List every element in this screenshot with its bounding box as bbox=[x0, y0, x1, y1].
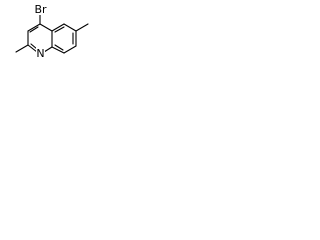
bond-c6-methyl bbox=[75, 23, 89, 32]
bond-n1-c8a bbox=[43, 46, 53, 53]
bond-c4-c3 bbox=[27, 23, 41, 32]
bond-c8-c8a bbox=[51, 46, 65, 54]
atom-label-layer: Br N bbox=[33, 3, 48, 60]
bond-c4a-c4 bbox=[39, 23, 53, 32]
bromine-label-background bbox=[33, 3, 48, 15]
bond-c7-c8 bbox=[63, 45, 77, 54]
bond-c4a-c5 bbox=[51, 23, 65, 32]
bond-c5-c6 bbox=[63, 23, 77, 32]
nitrogen-label-background bbox=[36, 47, 45, 59]
bond-c4-c3-double bbox=[29, 26, 39, 33]
bond-c4a-c5-double bbox=[54, 26, 65, 33]
bond-c8-c8a-double bbox=[54, 44, 64, 51]
bond-layer bbox=[15, 14, 89, 54]
bond-c2-methyl bbox=[15, 44, 29, 53]
bromine-atom-label: Br bbox=[34, 3, 47, 16]
nitrogen-atom-label: N bbox=[36, 47, 44, 60]
bond-c2-n1 bbox=[27, 44, 38, 53]
molecule-structure-diagram: Br N bbox=[15, 3, 89, 60]
